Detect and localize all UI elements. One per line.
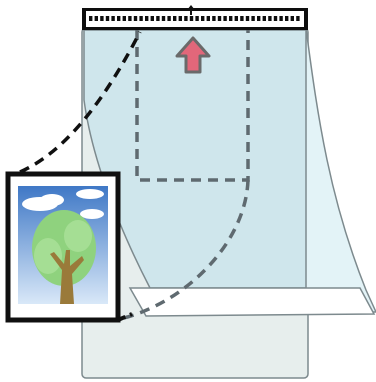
perforation-hole xyxy=(111,16,114,21)
perforation-hole xyxy=(257,16,260,21)
perforation-hole xyxy=(274,16,277,21)
perforation-hole xyxy=(89,16,92,21)
perforation-hole xyxy=(296,16,299,21)
perforation-hole xyxy=(167,16,170,21)
perforation-hole xyxy=(145,16,148,21)
perforation-hole xyxy=(201,16,204,21)
perforation-hole xyxy=(156,16,159,21)
perforation-hole xyxy=(263,16,266,21)
perforation-hole xyxy=(207,16,210,21)
perforation-hole xyxy=(173,16,176,21)
perforation-hole xyxy=(246,16,249,21)
perforation-hole xyxy=(212,16,215,21)
perforation-hole xyxy=(106,16,109,21)
perforation-hole xyxy=(279,16,282,21)
perforation-hole xyxy=(218,16,221,21)
perforation-hole xyxy=(240,16,243,21)
perforation-hole xyxy=(134,16,137,21)
perforation-hole xyxy=(285,16,288,21)
perforation-hole xyxy=(184,16,187,21)
perforation-hole xyxy=(123,16,126,21)
perforation-hole xyxy=(190,16,193,21)
perforation-hole xyxy=(235,16,238,21)
perforation-hole xyxy=(223,16,226,21)
perforation-hole xyxy=(100,16,103,21)
perforation-hole xyxy=(179,16,182,21)
folded-strip xyxy=(130,288,374,316)
perforation-hole xyxy=(151,16,154,21)
perforation-hole xyxy=(117,16,120,21)
perforation-hole xyxy=(95,16,98,21)
perforation-hole xyxy=(139,16,142,21)
feed-mark-stem xyxy=(190,9,192,15)
perforation-hole xyxy=(195,16,198,21)
perforation-hole xyxy=(128,16,131,21)
perforation-hole xyxy=(229,16,232,21)
perforation-hole xyxy=(162,16,165,21)
perforation-hole xyxy=(251,16,254,21)
curled-sheet-edge xyxy=(302,28,376,312)
perforation-hole xyxy=(291,16,294,21)
perforation-hole xyxy=(268,16,271,21)
